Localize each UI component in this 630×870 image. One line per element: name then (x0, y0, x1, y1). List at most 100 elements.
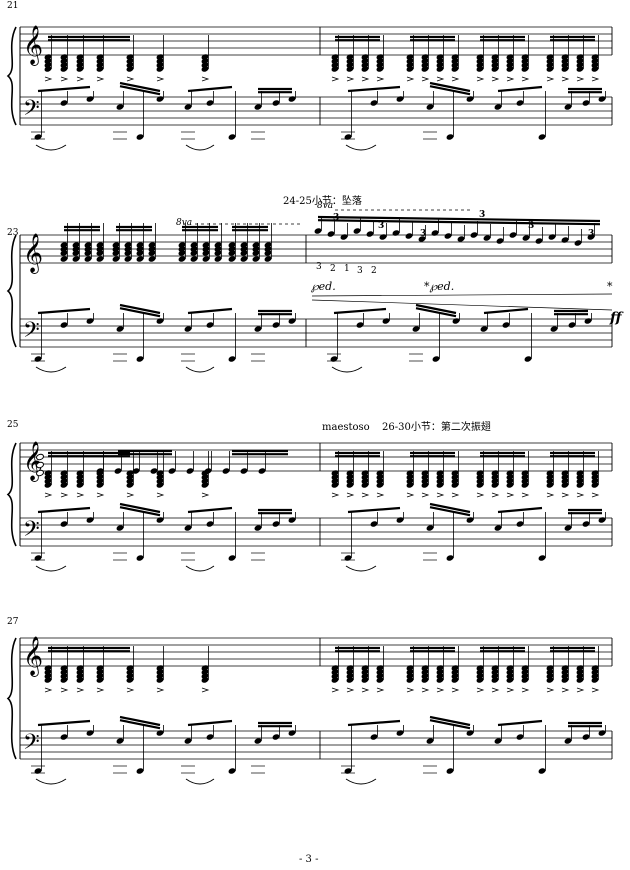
chord-note (436, 62, 444, 68)
accent-mark (346, 76, 355, 82)
chord-note (476, 677, 484, 683)
chord-note (202, 250, 210, 256)
bass-note (480, 326, 488, 332)
octave-mark: 8va (176, 218, 193, 228)
chord-note (201, 62, 209, 68)
chord-note (406, 474, 414, 480)
chord-note (361, 470, 369, 476)
accent-mark (561, 76, 570, 82)
accent-mark (156, 76, 165, 82)
chord-note (491, 482, 499, 488)
dynamic-marking: ff (610, 310, 622, 326)
chord-note (126, 673, 134, 679)
bass-note (136, 356, 144, 362)
bass-note (288, 517, 296, 523)
accent-mark (521, 492, 530, 498)
chord-note (346, 54, 354, 60)
chord-note (561, 58, 569, 64)
chord-note (576, 474, 584, 480)
accent-mark (361, 687, 370, 693)
bass-note (356, 322, 364, 328)
chord-note (561, 54, 569, 60)
accent-mark (591, 687, 600, 693)
chord-note (331, 474, 339, 480)
hairpin-line (311, 299, 613, 311)
chord-note (201, 66, 209, 72)
chord-note (202, 242, 210, 248)
chord-note (228, 256, 236, 262)
chord-note (331, 66, 339, 72)
bass-note (582, 521, 590, 527)
chord-note (576, 677, 584, 683)
note-head (36, 453, 44, 461)
chord-note (60, 482, 68, 488)
chord-note (561, 665, 569, 671)
chord-note (252, 242, 260, 248)
chord-note (506, 66, 514, 72)
chord-note (252, 256, 260, 262)
accent-mark (361, 492, 370, 498)
bass-note (426, 525, 434, 531)
chord-note (436, 474, 444, 480)
chord-note (406, 482, 414, 488)
chord-note (376, 54, 384, 60)
chord-note (331, 669, 339, 675)
bass-note (206, 734, 214, 740)
chord-note (201, 478, 209, 484)
bass-note (550, 326, 558, 332)
chord-note (451, 478, 459, 484)
chord-note (76, 54, 84, 60)
bass-note (426, 738, 434, 744)
bass-note (288, 730, 296, 736)
bass-note (582, 734, 590, 740)
chord-note (240, 246, 248, 252)
chord-note (331, 673, 339, 679)
chord-note (264, 242, 272, 248)
tuplet-mark: 3 (333, 213, 340, 223)
melody-note (150, 468, 158, 474)
bass-note (34, 356, 42, 362)
bass-note (426, 104, 434, 110)
chord-note (214, 250, 222, 256)
bass-note (344, 134, 352, 140)
tuplet-mark: 3 (420, 229, 427, 239)
chord-note (506, 54, 514, 60)
run-note (327, 231, 335, 237)
chord-note (124, 246, 132, 252)
bass-note (86, 318, 94, 324)
chord-note (60, 478, 68, 484)
chord-note (451, 665, 459, 671)
beam (429, 719, 471, 730)
chord-note (44, 478, 52, 484)
chord-note (44, 673, 52, 679)
chord-note (421, 673, 429, 679)
chord-note (361, 665, 369, 671)
chord-note (506, 673, 514, 679)
chord-note (124, 242, 132, 248)
fingering: 3 (357, 266, 363, 276)
brace (6, 442, 17, 547)
chord-note (476, 482, 484, 488)
chord-note (126, 665, 134, 671)
chord-note (76, 62, 84, 68)
chord-note (506, 478, 514, 484)
chord-note (576, 669, 584, 675)
chord-note (44, 62, 52, 68)
chord-note (406, 62, 414, 68)
accent-mark (546, 492, 555, 498)
slur (185, 778, 215, 785)
chord-note (44, 54, 52, 60)
chord-note (346, 669, 354, 675)
chord-note (591, 474, 599, 480)
chord-note (521, 478, 529, 484)
bass-note (60, 100, 68, 106)
chord-note (451, 677, 459, 683)
chord-note (76, 482, 84, 488)
chord-note (376, 673, 384, 679)
chord-note (546, 474, 554, 480)
accent-mark (561, 492, 570, 498)
accent-mark (561, 687, 570, 693)
run-note (561, 237, 569, 243)
accent-mark (451, 76, 460, 82)
bass-note (272, 521, 280, 527)
